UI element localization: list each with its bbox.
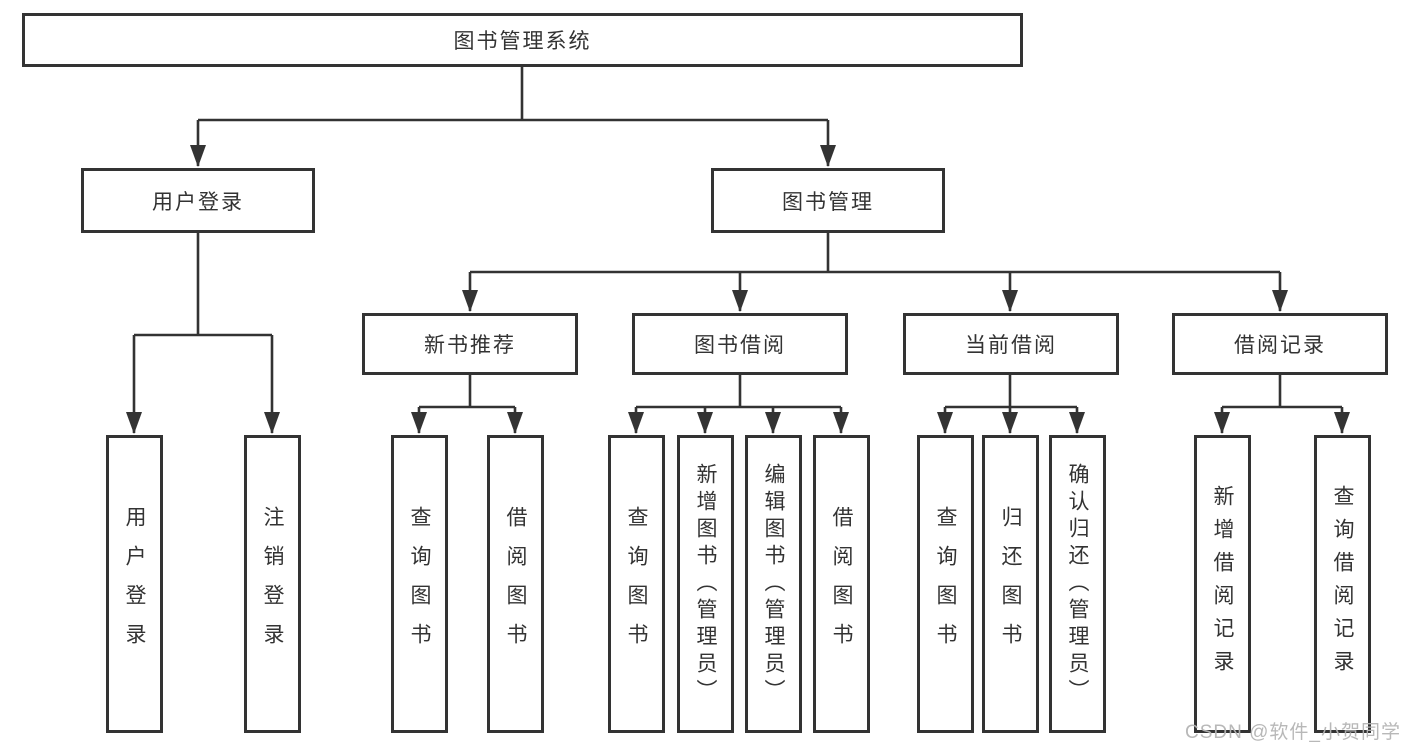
node-label: 借阅记录: [1234, 334, 1326, 357]
node-borrow-records: 借阅记录: [1172, 313, 1388, 375]
leaf-label: 查询图书: [625, 506, 648, 662]
node-label: 用户登录: [152, 190, 244, 214]
leaf-label: 确认归还（管理员）: [1066, 462, 1089, 706]
leaf-confirm-return-admin: 确认归还（管理员）: [1049, 435, 1106, 733]
leaf-label: 借阅图书: [504, 506, 527, 662]
leaf-query-books-current: 查询图书: [917, 435, 974, 733]
leaf-user-login: 用户登录: [106, 435, 163, 733]
node-new-book-recommend: 新书推荐: [362, 313, 578, 375]
leaf-label: 编辑图书（管理员）: [762, 462, 785, 706]
leaf-return-book: 归还图书: [982, 435, 1039, 733]
leaf-label: 查询图书: [408, 506, 431, 662]
node-user-login: 用户登录: [81, 168, 315, 233]
leaf-add-book-admin: 新增图书（管理员）: [677, 435, 734, 733]
leaf-label: 注销登录: [261, 506, 284, 662]
node-label: 图书管理: [782, 190, 874, 214]
leaf-add-borrow-record: 新增借阅记录: [1194, 435, 1251, 733]
leaf-label: 新增图书（管理员）: [694, 462, 717, 706]
node-current-borrow: 当前借阅: [903, 313, 1119, 375]
node-book-management: 图书管理: [711, 168, 945, 233]
leaf-label: 用户登录: [123, 506, 146, 662]
leaf-query-books-borrow: 查询图书: [608, 435, 665, 733]
node-label: 新书推荐: [424, 334, 516, 357]
leaf-logout: 注销登录: [244, 435, 301, 733]
leaf-borrow-books-recommend: 借阅图书: [487, 435, 544, 733]
csdn-watermark: CSDN @软件_小贺同学: [1185, 722, 1401, 743]
node-label: 图书管理系统: [453, 30, 592, 53]
node-library-management-system: 图书管理系统: [22, 13, 1023, 67]
leaf-label: 查询图书: [934, 506, 957, 662]
leaf-label: 新增借阅记录: [1211, 485, 1234, 683]
leaf-edit-book-admin: 编辑图书（管理员）: [745, 435, 802, 733]
node-label: 图书借阅: [694, 334, 786, 357]
leaf-query-books-recommend: 查询图书: [391, 435, 448, 733]
leaf-label: 借阅图书: [830, 506, 853, 662]
node-book-borrow: 图书借阅: [632, 313, 848, 375]
leaf-borrow-books: 借阅图书: [813, 435, 870, 733]
leaf-label: 查询借阅记录: [1331, 485, 1354, 683]
leaf-label: 归还图书: [999, 506, 1022, 662]
node-label: 当前借阅: [965, 334, 1057, 357]
leaf-query-borrow-record: 查询借阅记录: [1314, 435, 1371, 733]
